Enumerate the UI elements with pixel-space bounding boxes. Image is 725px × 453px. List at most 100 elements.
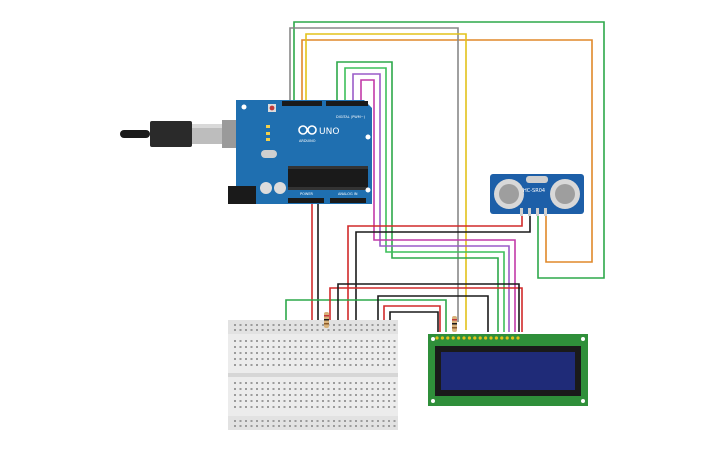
breadboard-hole bbox=[283, 329, 286, 331]
wire-magenta-inner[interactable] bbox=[360, 79, 516, 332]
breadboard-hole bbox=[311, 358, 313, 360]
resistor-2[interactable] bbox=[452, 316, 457, 332]
breadboard[interactable] bbox=[228, 320, 398, 430]
breadboard-hole bbox=[344, 346, 346, 348]
power-header bbox=[288, 198, 324, 203]
wire-yellow-top[interactable] bbox=[305, 33, 467, 330]
breadboard-hole bbox=[327, 400, 330, 402]
breadboard-hole bbox=[360, 420, 363, 422]
breadboard-hole bbox=[371, 364, 374, 366]
breadboard-hole bbox=[316, 340, 319, 342]
breadboard-hole bbox=[272, 394, 275, 396]
breadboard-hole bbox=[393, 388, 396, 390]
led-rx bbox=[266, 138, 270, 141]
lcd-pin bbox=[462, 336, 466, 340]
breadboard-hole bbox=[333, 425, 335, 427]
breadboard-hole bbox=[250, 352, 253, 354]
wire-red-lcd2[interactable] bbox=[383, 305, 441, 332]
breadboard-hole bbox=[267, 329, 269, 331]
lcd-hole-1 bbox=[431, 337, 435, 341]
breadboard-hole bbox=[333, 346, 335, 348]
breadboard-hole bbox=[234, 346, 236, 348]
ultrasonic-sensor[interactable]: HC-SR04 bbox=[490, 174, 584, 216]
breadboard-hole bbox=[338, 324, 341, 326]
breadboard-hole bbox=[267, 358, 269, 360]
breadboard-hole bbox=[316, 400, 319, 402]
breadboard-hole bbox=[311, 324, 313, 326]
breadboard-hole bbox=[261, 388, 264, 390]
breadboard-hole bbox=[327, 329, 330, 331]
breadboard-hole bbox=[316, 382, 319, 384]
breadboard-hole bbox=[355, 329, 357, 331]
wire-black-sensor[interactable] bbox=[355, 216, 531, 326]
breadboard-hole bbox=[316, 346, 319, 348]
breadboard-hole bbox=[256, 382, 258, 384]
breadboard-hole bbox=[267, 346, 269, 348]
breadboard-hole bbox=[234, 329, 236, 331]
lcd-module[interactable] bbox=[428, 334, 588, 406]
breadboard-hole bbox=[366, 420, 368, 422]
breadboard-hole bbox=[349, 329, 352, 331]
wire-orange-outer[interactable] bbox=[301, 39, 593, 263]
breadboard-hole bbox=[316, 394, 319, 396]
usb-cable[interactable] bbox=[120, 120, 248, 148]
lcd-hole-2 bbox=[581, 337, 585, 341]
wire-green-outer[interactable] bbox=[293, 21, 605, 279]
power-jack[interactable] bbox=[228, 186, 256, 204]
wire-red-sensor[interactable] bbox=[347, 216, 523, 326]
breadboard-hole bbox=[316, 364, 319, 366]
mounting-hole-3 bbox=[365, 187, 371, 193]
wire-green-bb[interactable] bbox=[285, 299, 447, 332]
breadboard-hole bbox=[267, 364, 269, 366]
lcd-hole-3 bbox=[431, 399, 435, 403]
wire-purple-inner[interactable] bbox=[352, 73, 510, 332]
wire-lightgreen-inner[interactable] bbox=[344, 67, 505, 332]
breadboard-hole bbox=[272, 382, 275, 384]
breadboard-hole bbox=[388, 358, 390, 360]
breadboard-hole bbox=[250, 425, 253, 427]
breadboard-hole bbox=[338, 388, 341, 390]
wire-gray-top[interactable] bbox=[289, 27, 459, 322]
breadboard-hole bbox=[355, 324, 357, 326]
breadboard-hole bbox=[294, 420, 297, 422]
wire-black-lcd[interactable] bbox=[337, 283, 520, 332]
breadboard-hole bbox=[256, 420, 258, 422]
breadboard-hole bbox=[289, 364, 291, 366]
breadboard-hole bbox=[283, 324, 286, 326]
breadboard-hole bbox=[371, 346, 374, 348]
lcd-hole-4 bbox=[581, 399, 585, 403]
breadboard-hole bbox=[305, 400, 308, 402]
breadboard-hole bbox=[382, 340, 385, 342]
breadboard-hole bbox=[327, 346, 330, 348]
breadboard-hole bbox=[283, 425, 286, 427]
breadboard-hole bbox=[316, 420, 319, 422]
breadboard-bottom-rail bbox=[228, 416, 398, 430]
breadboard-hole bbox=[382, 364, 385, 366]
breadboard-hole bbox=[311, 394, 313, 396]
breadboard-hole bbox=[261, 420, 264, 422]
wire-red-lcd[interactable] bbox=[329, 287, 523, 332]
resistor-1[interactable] bbox=[324, 312, 329, 328]
breadboard-hole bbox=[360, 382, 363, 384]
breadboard-hole bbox=[267, 340, 269, 342]
breadboard-hole bbox=[311, 420, 313, 422]
breadboard-hole bbox=[366, 346, 368, 348]
wire-black-lcd2[interactable] bbox=[377, 295, 489, 332]
wire-black-lcd3[interactable] bbox=[389, 311, 439, 332]
breadboard-hole bbox=[289, 420, 291, 422]
wire-green-inner[interactable] bbox=[336, 61, 499, 332]
breadboard-hole bbox=[278, 340, 280, 342]
lcd-pin bbox=[505, 336, 509, 340]
lcd-pin bbox=[435, 336, 439, 340]
arduino-board[interactable]: DIGITAL (PWM~) UNO ARDUINO POWER ANALOG … bbox=[228, 100, 372, 204]
breadboard-hole bbox=[393, 406, 396, 408]
breadboard-hole bbox=[283, 364, 286, 366]
breadboard-hole bbox=[294, 329, 297, 331]
breadboard-hole bbox=[256, 358, 258, 360]
breadboard-hole bbox=[377, 382, 379, 384]
breadboard-hole bbox=[278, 329, 280, 331]
breadboard-hole bbox=[316, 329, 319, 331]
breadboard-hole bbox=[272, 364, 275, 366]
breadboard-hole bbox=[239, 382, 242, 384]
